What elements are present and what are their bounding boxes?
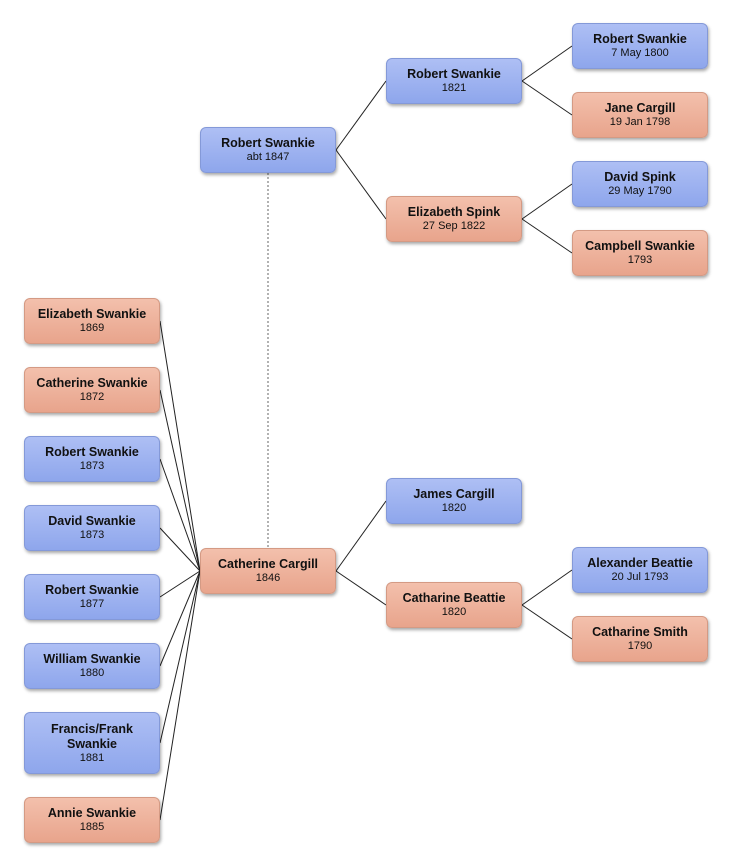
parent-link-line (335, 570, 387, 606)
person-name: Robert Swankie (45, 583, 139, 597)
child-link-line (159, 458, 201, 572)
parent-link-line (521, 80, 573, 116)
person-name: Robert Swankie (407, 67, 501, 81)
person-card-catharine-smith[interactable]: Catharine Smith 1790 (572, 616, 708, 662)
child-card-francis-frank-swankie[interactable]: Francis/Frank Swankie 1881 (24, 712, 160, 774)
person-name: Catharine Beattie (402, 591, 506, 605)
person-date: 1872 (79, 391, 105, 403)
person-name: Elizabeth Spink (407, 205, 501, 219)
parent-link-line (521, 604, 573, 640)
person-date: 1881 (79, 751, 105, 764)
person-date: 1877 (79, 598, 105, 610)
person-card-robert-swankie-1800[interactable]: Robert Swankie 7 May 1800 (572, 23, 708, 69)
person-name: Elizabeth Swankie (37, 307, 147, 321)
parent-link-line (521, 45, 573, 82)
person-name: Robert Swankie (593, 32, 687, 46)
parent-link-line (521, 569, 573, 606)
person-date: 20 Jul 1793 (611, 571, 669, 583)
person-date: 29 May 1790 (608, 185, 672, 197)
person-name: James Cargill (413, 487, 495, 501)
person-date: abt 1847 (246, 151, 290, 163)
parent-link-line (335, 80, 387, 151)
child-card-elizabeth-swankie[interactable]: Elizabeth Swankie 1869 (24, 298, 160, 344)
person-name: Annie Swankie (47, 806, 137, 820)
person-name: William Swankie (43, 652, 141, 666)
person-card-robert-swankie-abt-1847[interactable]: Robert Swankie abt 1847 (200, 127, 336, 173)
person-date: 1820 (441, 502, 467, 514)
child-card-robert-swankie-1877[interactable]: Robert Swankie 1877 (24, 574, 160, 620)
person-date: 1873 (79, 529, 105, 541)
person-name: David Spink (604, 170, 676, 184)
parent-link-line (521, 183, 573, 220)
person-card-elizabeth-spink[interactable]: Elizabeth Spink 27 Sep 1822 (386, 196, 522, 242)
person-name: Catherine Swankie (36, 376, 148, 390)
person-date: 1820 (441, 606, 467, 618)
person-card-robert-swankie-1821[interactable]: Robert Swankie 1821 (386, 58, 522, 104)
child-card-william-swankie[interactable]: William Swankie 1880 (24, 643, 160, 689)
person-date: 1846 (255, 572, 281, 584)
person-date: 7 May 1800 (611, 47, 669, 59)
parent-link-line (521, 218, 573, 254)
person-date: 19 Jan 1798 (609, 116, 671, 128)
child-link-line (159, 320, 201, 572)
person-name: Campbell Swankie (585, 239, 695, 253)
parent-link-line (335, 149, 387, 220)
person-name: Jane Cargill (604, 101, 676, 115)
child-link-line (159, 389, 201, 572)
person-name: Alexander Beattie (587, 556, 693, 570)
child-card-david-swankie[interactable]: David Swankie 1873 (24, 505, 160, 551)
child-card-robert-swankie-1873[interactable]: Robert Swankie 1873 (24, 436, 160, 482)
person-card-jane-cargill[interactable]: Jane Cargill 19 Jan 1798 (572, 92, 708, 138)
person-date: 1885 (79, 821, 105, 833)
person-name: Robert Swankie (221, 136, 315, 150)
person-date: 1880 (79, 667, 105, 679)
person-date: 27 Sep 1822 (422, 220, 486, 232)
person-date: 1873 (79, 460, 105, 472)
person-name: Catharine Smith (592, 625, 688, 639)
person-date: 1869 (79, 322, 105, 334)
parent-link-line (335, 500, 387, 572)
person-card-alexander-beattie[interactable]: Alexander Beattie 20 Jul 1793 (572, 547, 708, 593)
child-link-line (159, 570, 201, 667)
person-card-campbell-swankie[interactable]: Campbell Swankie 1793 (572, 230, 708, 276)
child-link-line (159, 570, 201, 598)
child-card-catherine-swankie[interactable]: Catherine Swankie 1872 (24, 367, 160, 413)
person-date: 1793 (627, 254, 653, 266)
child-link-line (159, 570, 201, 821)
person-name: Robert Swankie (45, 445, 139, 459)
person-name: David Swankie (48, 514, 136, 528)
person-date: 1821 (441, 82, 467, 94)
person-card-catharine-beattie[interactable]: Catharine Beattie 1820 (386, 582, 522, 628)
person-name: Francis/Frank Swankie (51, 721, 133, 751)
person-date: 1790 (627, 640, 653, 652)
person-card-james-cargill[interactable]: James Cargill 1820 (386, 478, 522, 524)
child-link-line (159, 527, 201, 572)
child-link-line (159, 570, 201, 744)
person-name: Catherine Cargill (217, 557, 319, 571)
person-card-catherine-cargill[interactable]: Catherine Cargill 1846 (200, 548, 336, 594)
person-card-david-spink[interactable]: David Spink 29 May 1790 (572, 161, 708, 207)
child-card-annie-swankie[interactable]: Annie Swankie 1885 (24, 797, 160, 843)
